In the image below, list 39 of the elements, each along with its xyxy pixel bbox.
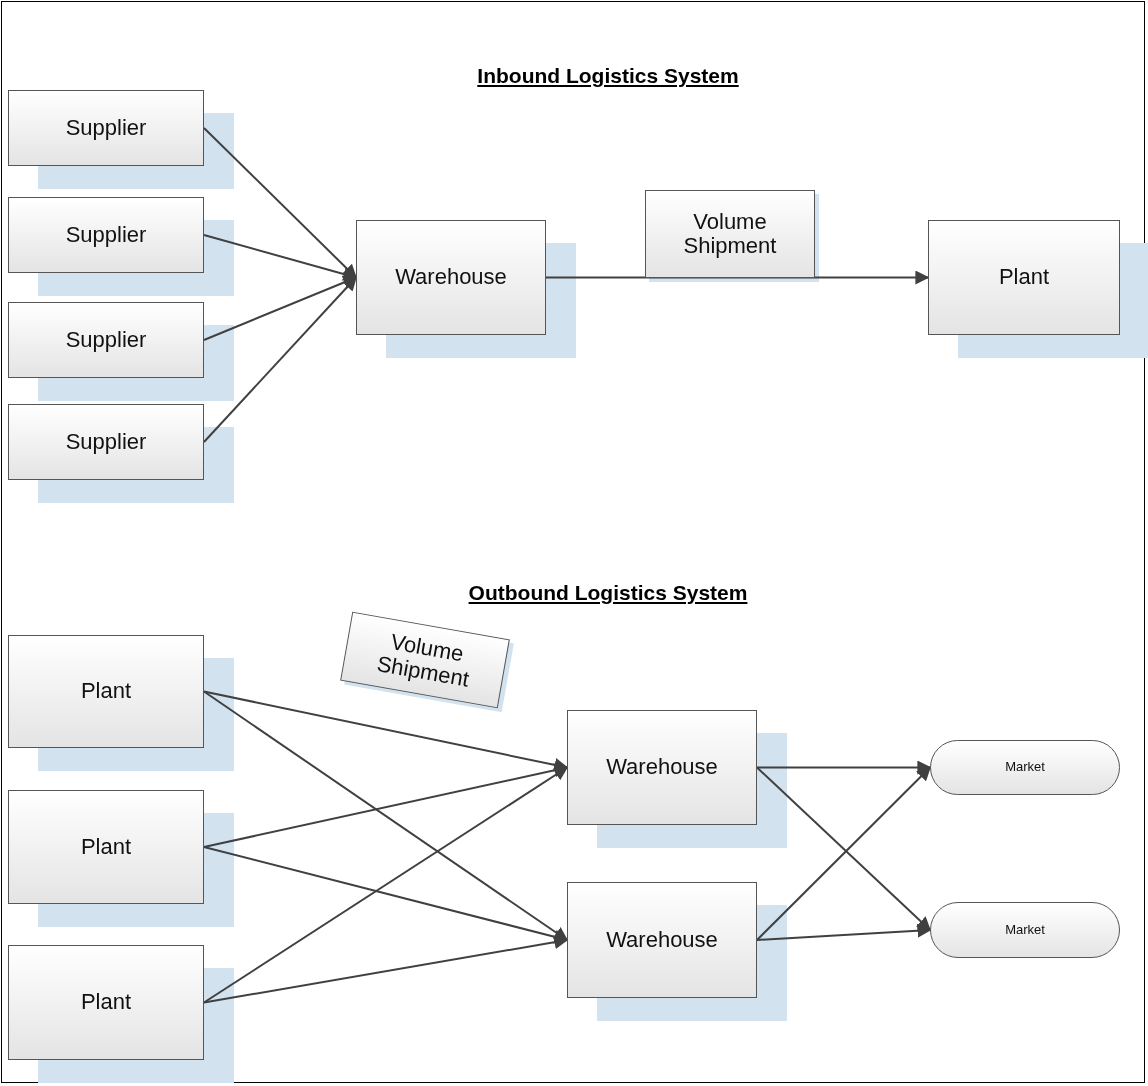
node-label: Plant xyxy=(997,265,1051,290)
process-box xyxy=(567,710,757,825)
terminal-shape xyxy=(930,902,1120,958)
node-label: Market xyxy=(1004,760,1046,775)
process-box xyxy=(8,197,204,273)
node-label: Warehouse xyxy=(605,927,719,953)
arrow xyxy=(203,276,357,443)
arrow xyxy=(545,270,930,285)
section-heading: Inbound Logistics System xyxy=(477,64,739,88)
process-box xyxy=(8,90,204,166)
arrow xyxy=(203,766,569,1004)
process-box xyxy=(356,220,546,335)
node-label: Warehouse xyxy=(394,265,508,290)
process-box xyxy=(928,220,1120,335)
node-label: Warehouse xyxy=(605,755,719,780)
node-label: Supplier xyxy=(64,115,148,141)
process-box xyxy=(8,404,204,480)
node-label: Supplier xyxy=(64,222,148,248)
arrow xyxy=(756,760,932,775)
node-label: Supplier xyxy=(64,429,148,455)
arrow xyxy=(203,690,569,941)
arrow xyxy=(203,127,357,279)
note-box xyxy=(645,190,815,278)
process-box xyxy=(8,945,204,1060)
node-label: Volume Shipment xyxy=(374,627,472,694)
process-box xyxy=(567,882,757,998)
node-label: Plant xyxy=(79,834,133,860)
arrow xyxy=(756,923,932,941)
process-box xyxy=(8,790,204,904)
process-box xyxy=(8,635,204,748)
node-label: Volume Shipment xyxy=(682,209,778,259)
node-label: Plant xyxy=(79,990,133,1015)
process-box xyxy=(8,302,204,378)
arrow xyxy=(203,690,569,772)
section-heading: Outbound Logistics System xyxy=(468,581,748,605)
arrow xyxy=(203,935,569,1004)
node-label: Plant xyxy=(79,679,133,704)
node-label: Market xyxy=(1004,922,1046,938)
node-label: Supplier xyxy=(64,327,148,353)
